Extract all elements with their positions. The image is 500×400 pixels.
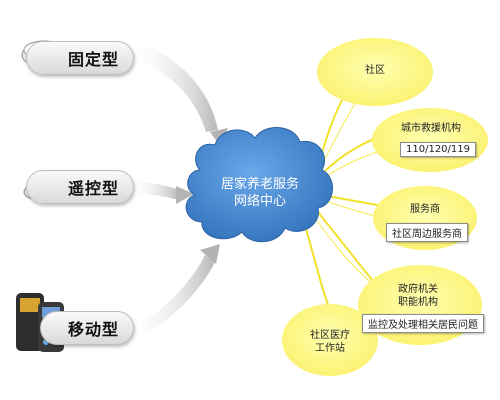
terminal-remote-label: 遥控型: [67, 179, 119, 198]
government-box: 监控及处理相关居民问题: [362, 314, 484, 333]
center-cloud: [185, 126, 333, 243]
arrow-remote-head: [176, 186, 194, 204]
service-box: 社区周边服务商: [386, 223, 468, 242]
arrow-fixed-to-center: [128, 40, 218, 132]
center-label-line1: 居家养老服务: [220, 177, 299, 192]
center-label-line2: 网络中心: [233, 194, 286, 209]
bubble-community: [317, 38, 433, 106]
emergency-title: 城市救援机构: [401, 123, 461, 134]
arrow-mobile-head: [200, 244, 220, 264]
terminal-mobile-label: 移动型: [67, 320, 119, 339]
government-title-line2: 职能机构: [398, 297, 438, 308]
government-title: 政府机关 职能机构: [388, 283, 448, 309]
ray-to-medical: [304, 224, 331, 311]
terminal-fixed-label: 固定型: [67, 50, 119, 69]
center-label: 居家养老服务 网络中心: [200, 176, 320, 210]
arrow-remote-to-center: [128, 180, 180, 200]
terminal-fixed: 固定型: [26, 41, 134, 75]
medical-title-line1: 社区医疗: [310, 330, 350, 341]
emergency-box: 110/120/119: [400, 142, 476, 157]
government-title-line1: 政府机关: [398, 284, 438, 295]
arrow-mobile-to-center: [128, 255, 215, 345]
terminal-mobile: 移动型: [40, 311, 134, 345]
community-title: 社区: [365, 65, 385, 76]
terminal-remote: 遥控型: [26, 170, 134, 204]
ray-to-government: [317, 211, 381, 291]
service-title: 服务商: [410, 204, 440, 215]
bubble-medical: [282, 304, 378, 376]
medical-title-line2: 工作站: [315, 343, 345, 354]
bubble-emergency: [372, 108, 488, 172]
medical-title: 社区医疗 工作站: [300, 329, 360, 355]
